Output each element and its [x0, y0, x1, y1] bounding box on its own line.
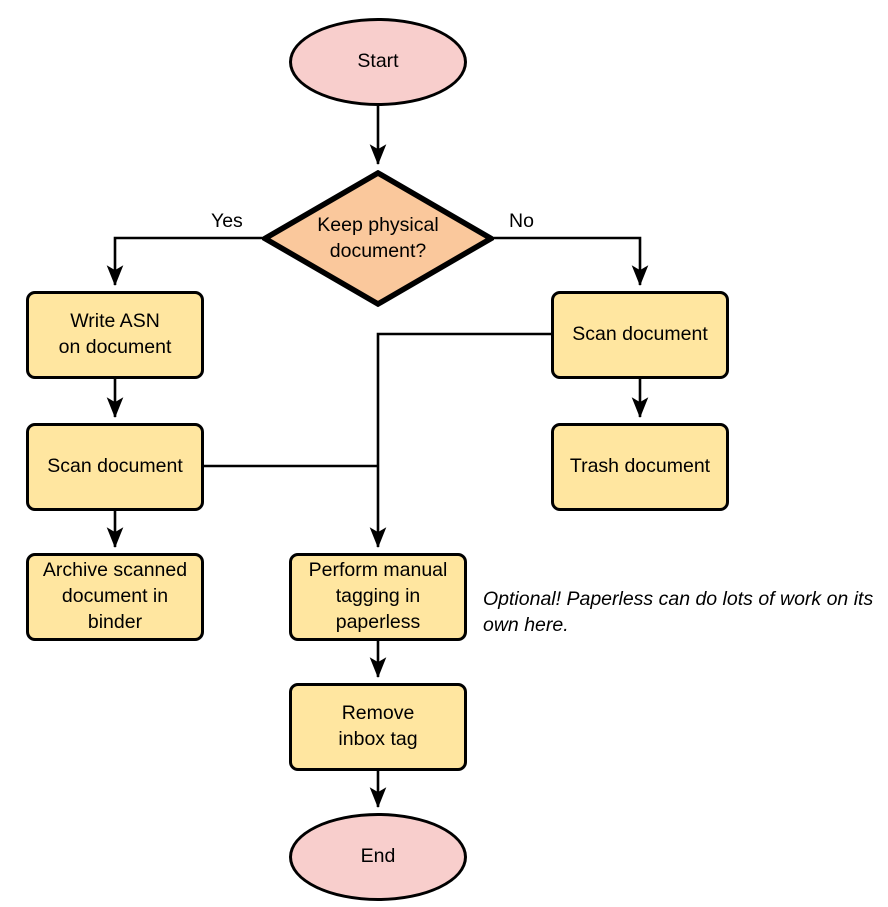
node-scan-document-right[interactable]: Scan document	[551, 291, 729, 379]
node-archive-scanned-document-in-binder[interactable]: Archive scanned document in binder	[26, 553, 204, 641]
edge-label-no: No	[509, 210, 534, 232]
diamond-shape	[262, 170, 494, 307]
node-end[interactable]: End	[289, 813, 467, 901]
node-trash-document[interactable]: Trash document	[551, 423, 729, 511]
edge-decision-no-to-scan-document-right	[494, 236, 649, 287]
node-end-label: End	[360, 845, 396, 868]
node-write-asn-on-document-label: Write ASN on document	[58, 310, 172, 358]
node-archive-scanned-document-in-binder-label: Archive scanned document in binder	[42, 559, 188, 633]
edge-label-yes: Yes	[211, 210, 243, 232]
node-keep-physical-document[interactable]: Keep physical document?	[262, 170, 494, 307]
node-scan-document-right-label: Scan document	[572, 323, 708, 346]
edge-scan-document-right-to-perform-manual-tagging	[369, 332, 551, 549]
node-perform-manual-tagging-in-paperless-label: Perform manual tagging in paperless	[308, 559, 448, 633]
node-trash-document-label: Trash document	[569, 455, 711, 478]
node-remove-inbox-tag-label: Remove inbox tag	[338, 702, 418, 750]
edge-decision-yes-to-write-asn	[106, 236, 262, 287]
annotation-optional-note: Optional! Paperless can do lots of work …	[483, 588, 874, 637]
node-start-label: Start	[357, 50, 399, 73]
node-keep-physical-document-label: Keep physical document?	[317, 213, 439, 262]
node-scan-document-left[interactable]: Scan document	[26, 423, 204, 511]
node-scan-document-left-label: Scan document	[47, 455, 183, 478]
node-start[interactable]: Start	[289, 18, 467, 106]
node-perform-manual-tagging-in-paperless[interactable]: Perform manual tagging in paperless	[289, 553, 467, 641]
node-remove-inbox-tag[interactable]: Remove inbox tag	[289, 683, 467, 771]
node-write-asn-on-document[interactable]: Write ASN on document	[26, 291, 204, 379]
